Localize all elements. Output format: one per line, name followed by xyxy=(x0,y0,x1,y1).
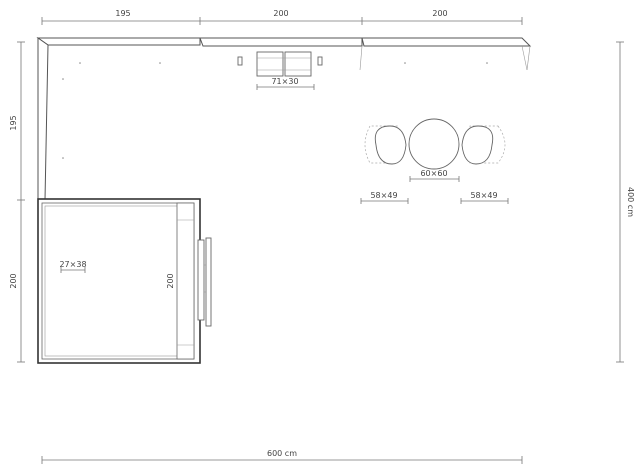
right-dimension: 400 cm xyxy=(616,41,635,363)
table-label: 60×60 xyxy=(420,169,447,178)
dining-set: 60×60 58×49 58×49 xyxy=(360,118,509,204)
inner-room: 200 xyxy=(37,198,212,364)
wall-segment-3 xyxy=(361,37,532,47)
bottom-dimension: 600 cm xyxy=(41,449,523,464)
left-wall xyxy=(37,37,49,201)
sink-label: 71×30 xyxy=(271,77,298,86)
dim-left-2: 200 xyxy=(9,273,18,288)
door-panel xyxy=(205,237,212,327)
chair-right-label: 58×49 xyxy=(470,191,497,200)
chair-left xyxy=(364,125,407,165)
stool-label: 27×38 xyxy=(59,260,86,269)
dim-right: 400 cm xyxy=(626,187,635,217)
chair-right xyxy=(461,125,506,165)
wall-segment-1 xyxy=(36,37,201,46)
sink-unit: 71×30 xyxy=(237,51,323,90)
side-panel xyxy=(197,239,205,321)
round-table xyxy=(408,118,460,170)
dim-top-2: 200 xyxy=(273,9,288,18)
chair-left-label: 58×49 xyxy=(370,191,397,200)
wall-left-upper xyxy=(37,37,49,201)
dim-left-1: 195 xyxy=(9,115,18,130)
dim-bottom: 600 cm xyxy=(267,449,297,458)
inner-room-label: 200 xyxy=(166,273,175,288)
dim-top-3: 200 xyxy=(432,9,447,18)
dim-top-1: 195 xyxy=(115,9,130,18)
wall-segment-2 xyxy=(199,37,363,47)
top-wall xyxy=(36,37,532,71)
stool: 27×38 xyxy=(59,260,87,273)
top-dimension: 195 200 200 xyxy=(41,9,523,25)
left-dimension: 195 200 xyxy=(9,41,25,363)
